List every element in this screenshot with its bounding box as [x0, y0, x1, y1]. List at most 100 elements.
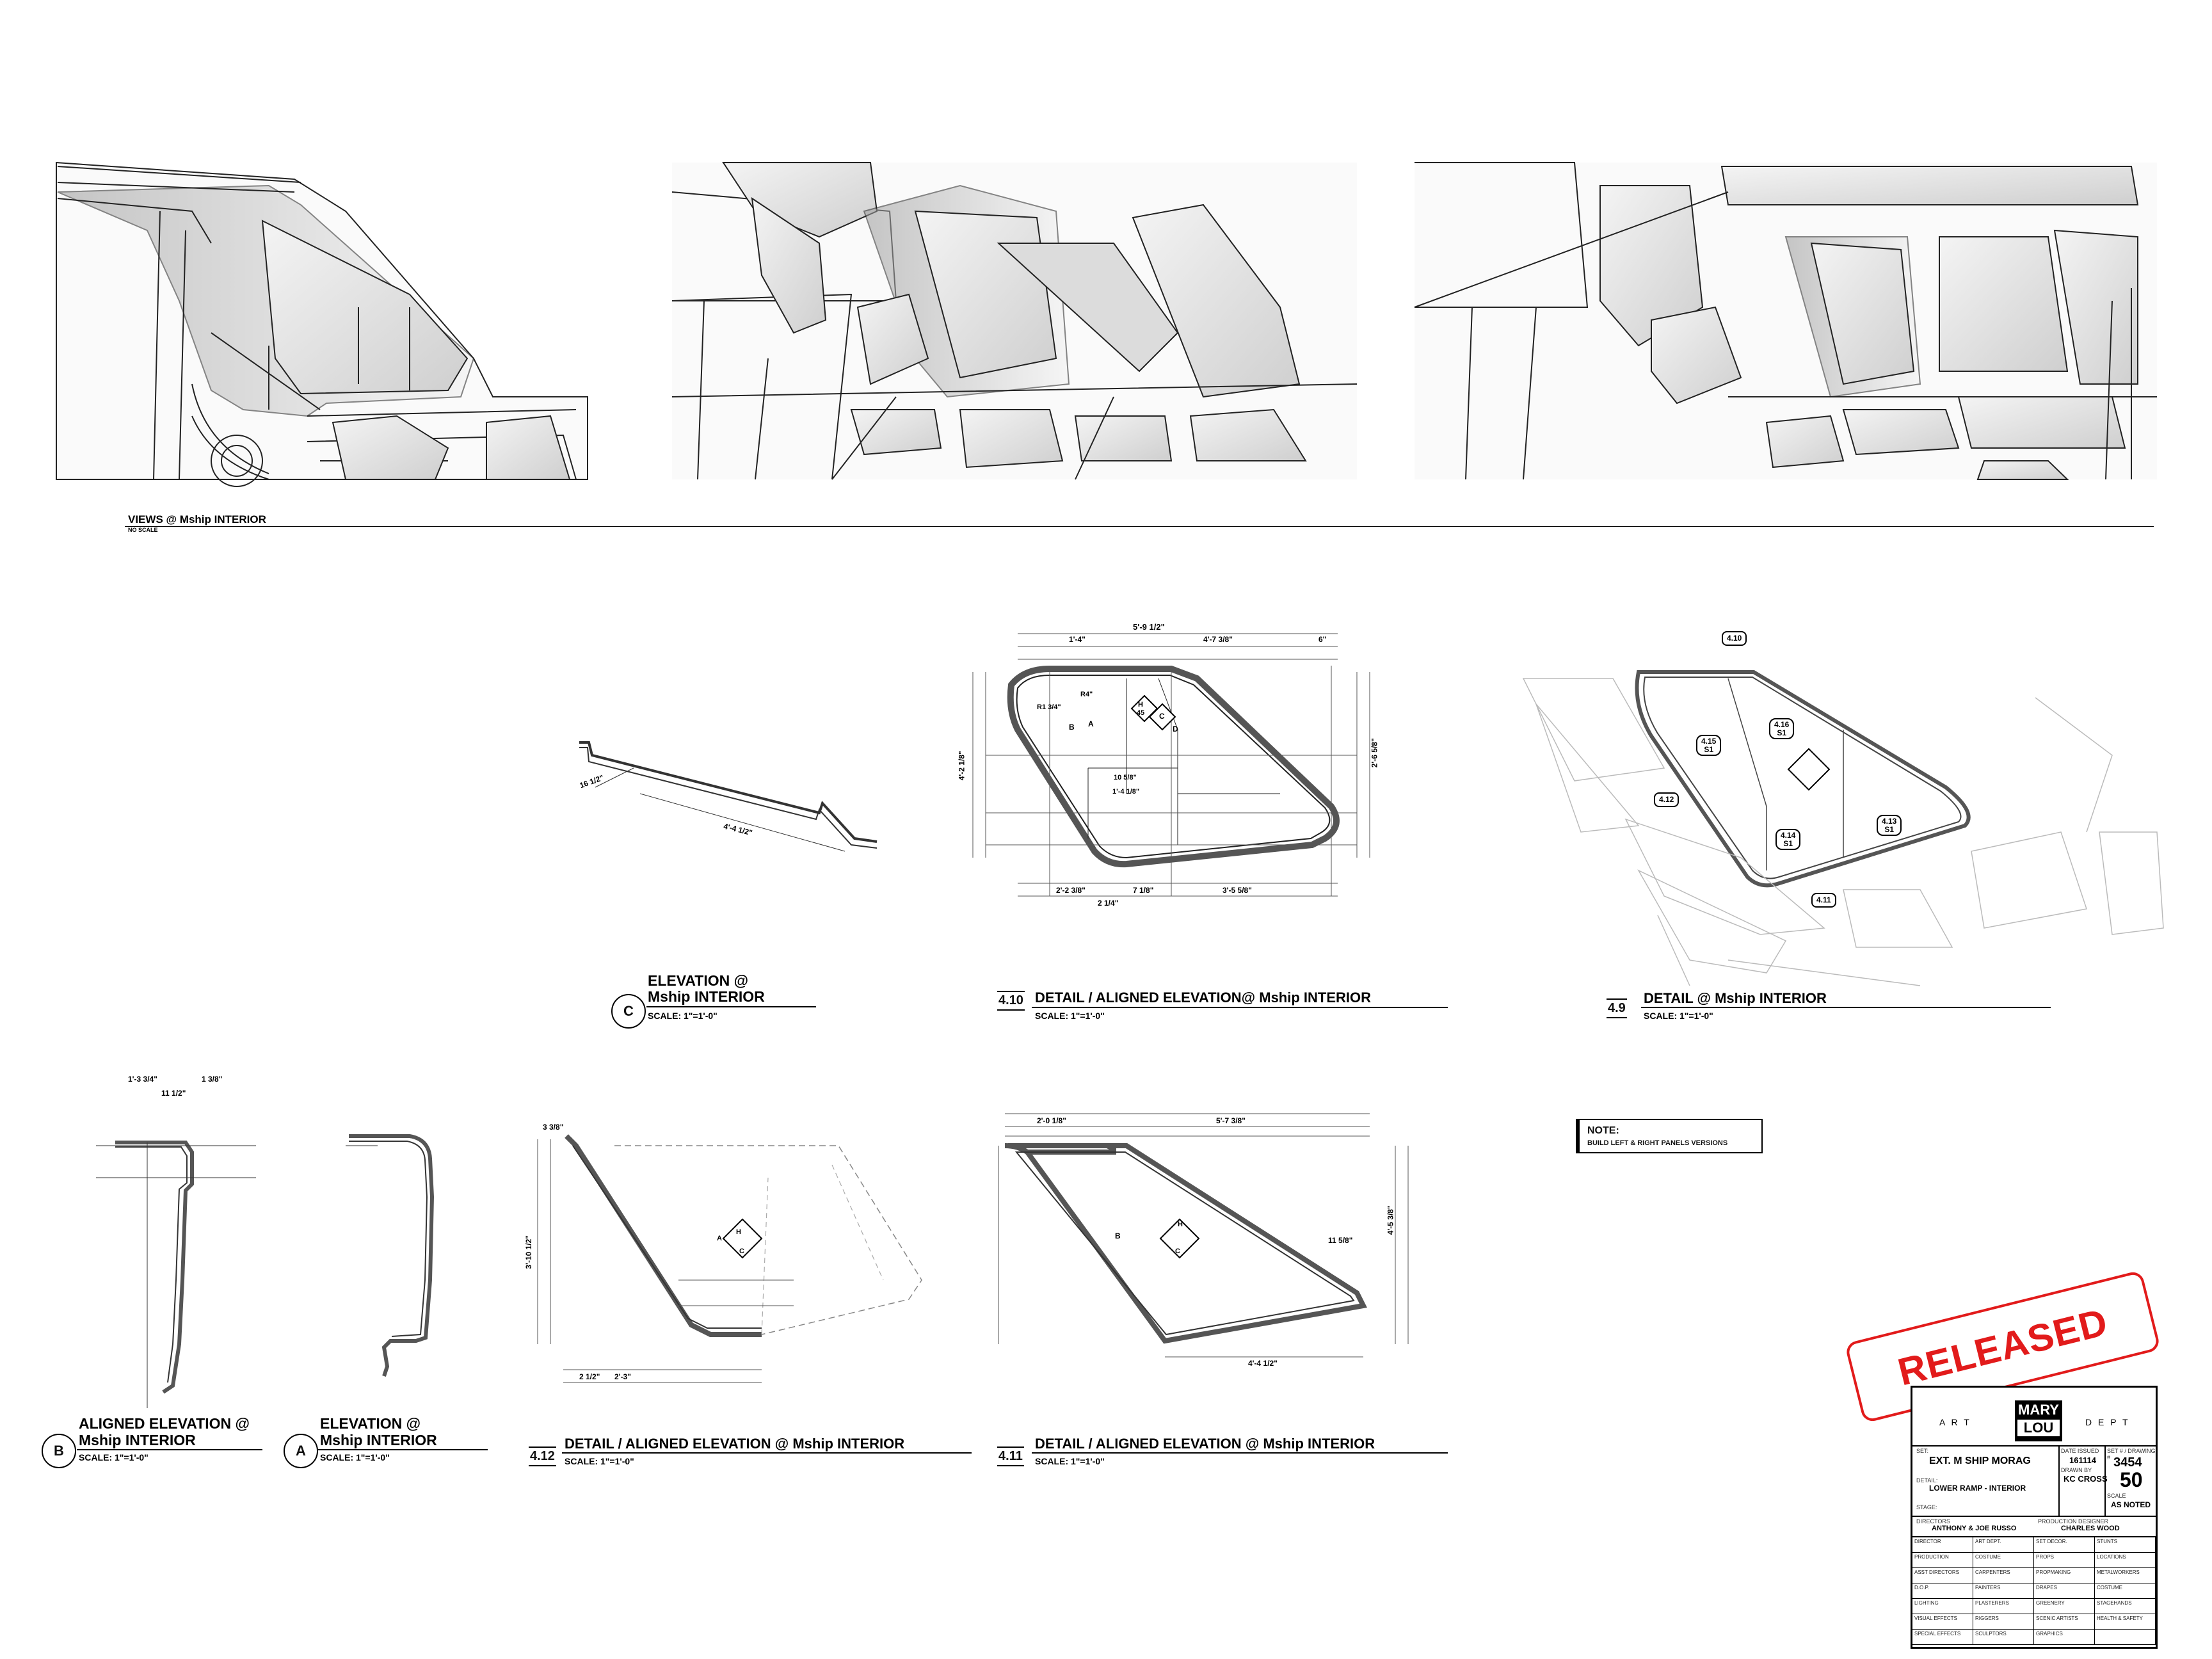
tag-a-410: A — [1088, 719, 1094, 728]
drawing-number: 50 — [2120, 1468, 2143, 1491]
detail-4-11-marker: 4.11 — [997, 1447, 1024, 1466]
set-name: EXT. M SHIP MORAG — [1929, 1455, 2031, 1466]
dim-f2: 3'-10 1/2" — [524, 1235, 533, 1269]
department-cell: RIGGERS — [1973, 1614, 2034, 1630]
dim-d10: 3'-5 5/8" — [1222, 886, 1252, 895]
detail-4-12-marker: 4.12 — [529, 1447, 556, 1466]
detail-4-12-rule — [562, 1452, 972, 1454]
dim-e4: 4'-4 1/2" — [1248, 1359, 1278, 1368]
drawn-label: DRAWN BY — [2061, 1467, 2092, 1473]
tag-45: 45 — [1136, 709, 1145, 717]
dim-e2: 2'-0 1/8" — [1037, 1116, 1066, 1125]
title-art: A R T — [1939, 1417, 1971, 1427]
detail-4-10-marker: 4.10 — [997, 991, 1025, 1011]
department-cell: ART DEPT. — [1973, 1537, 2034, 1553]
dim-e3: 4'-5 3/8" — [1386, 1205, 1395, 1235]
perspective-view-1 — [56, 161, 588, 487]
detail-4-12-panel — [537, 1134, 922, 1383]
drawn-value: KC CROSS — [2064, 1474, 2108, 1484]
logo-top: MARY — [2018, 1402, 2059, 1418]
detail-label: DETAIL: — [1916, 1477, 1938, 1484]
views-scale: NO SCALE — [128, 527, 158, 533]
dim-d7: 1'-4 1/8" — [1112, 788, 1140, 796]
set-number: 3454 — [2113, 1455, 2142, 1470]
bubble-4-13: 4.13 S1 — [1877, 815, 1902, 837]
logo-bottom: LOU — [2017, 1420, 2060, 1436]
department-cell: DRAPES — [2034, 1583, 2095, 1599]
department-cell: SPECIAL EFFECTS — [1912, 1630, 1973, 1645]
elevation-a-marker: A — [284, 1434, 318, 1468]
dim-b3: 1 3/8" — [202, 1075, 223, 1084]
dim-e1: 5'-7 3/8" — [1216, 1116, 1246, 1125]
designer-label: PRODUCTION DESIGNER — [2038, 1518, 2109, 1525]
department-cell — [2095, 1630, 2156, 1645]
aligned-elevation-b-rule — [77, 1449, 262, 1450]
aligned-elevation-b-scale: SCALE: 1"=1'-0" — [79, 1452, 148, 1463]
department-cell: METALWORKERS — [2095, 1568, 2156, 1583]
dim-f4: 2 1/2" — [579, 1372, 600, 1381]
perspective-view-3 — [1414, 162, 2157, 480]
section-tag-diamonds — [722, 694, 1831, 1259]
department-cell: DIRECTOR — [1912, 1537, 1973, 1553]
stage-label: STAGE: — [1916, 1504, 1937, 1511]
elevation-a-profile — [346, 1134, 435, 1377]
directors-label: DIRECTORS — [1916, 1518, 1950, 1525]
dim-d1: 1'-4" — [1069, 635, 1086, 644]
department-cell: LIGHTING — [1912, 1599, 1973, 1614]
department-cell: PLASTERERS — [1973, 1599, 2034, 1614]
aligned-elevation-b-marker: B — [42, 1434, 76, 1468]
scale-label: SCALE — [2107, 1493, 2126, 1499]
department-cell: PROPS — [2034, 1553, 2095, 1568]
tag-h: H — [1138, 701, 1143, 709]
detail-4-10-rule — [1032, 1007, 1448, 1008]
tag-c-412: C — [739, 1247, 744, 1255]
detail-4-9-scale: SCALE: 1"=1'-0" — [1644, 1011, 1713, 1021]
elevation-a-title-1: ELEVATION @ — [320, 1415, 421, 1432]
elevation-c-rule — [646, 1006, 816, 1007]
dim-d12: R4" — [1080, 691, 1093, 698]
date-value: 161114 — [2069, 1455, 2096, 1465]
bubble-4-11: 4.11 — [1811, 893, 1836, 908]
department-cell: VISUAL EFFECTS — [1912, 1614, 1973, 1630]
elevation-a-title-2: Mship INTERIOR — [320, 1432, 437, 1448]
dim-d11: 2 1/4" — [1098, 899, 1119, 908]
detail-4-9-panel — [1522, 670, 2164, 986]
department-cell: SCENIC ARTISTS — [2034, 1614, 2095, 1630]
detail-4-12-scale: SCALE: 1"=1'-0" — [565, 1456, 634, 1466]
views-title: VIEWS @ Mship INTERIOR — [128, 513, 266, 525]
dim-d3: 6" — [1318, 635, 1327, 644]
tag-c-411: C — [1175, 1247, 1180, 1255]
department-cell: COSTUME — [2095, 1583, 2156, 1599]
elevation-a-rule — [318, 1449, 488, 1450]
dim-b1: 1'-3 3/4" — [128, 1075, 157, 1084]
set-number-label: SET # / DRAWING # — [2107, 1448, 2156, 1461]
dim-f3: 2'-3" — [614, 1372, 631, 1381]
detail-4-11-title: DETAIL / ALIGNED ELEVATION @ Mship INTER… — [1035, 1436, 1375, 1452]
set-label: SET: — [1916, 1448, 1929, 1454]
department-cell: COSTUME — [1973, 1553, 2034, 1568]
detail-4-10-title: DETAIL / ALIGNED ELEVATION@ Mship INTERI… — [1035, 990, 1372, 1006]
note-title: NOTE: — [1587, 1125, 1619, 1136]
detail-4-9-rule — [1641, 1007, 2051, 1008]
detail-name: LOWER RAMP - INTERIOR — [1929, 1484, 2026, 1493]
department-cell: D.O.P. — [1912, 1583, 1973, 1599]
dim-d5: 2'-6 5/8" — [1370, 738, 1379, 768]
bubble-4-12: 4.12 — [1654, 792, 1679, 807]
views-rule — [125, 526, 2154, 527]
tag-d-410: D — [1173, 725, 1178, 733]
department-cell: CARPENTERS — [1973, 1568, 2034, 1583]
note-box: NOTE: BUILD LEFT & RIGHT PANELS VERSIONS — [1576, 1119, 1763, 1153]
department-cell: GRAPHICS — [2034, 1630, 2095, 1645]
elevation-c-marker: C — [611, 994, 646, 1029]
elevation-c-title-1: ELEVATION @ — [648, 972, 749, 989]
designer-value: CHARLES WOOD — [2061, 1525, 2120, 1532]
department-cell: PROPMAKING — [2034, 1568, 2095, 1583]
scale-value: AS NOTED — [2111, 1500, 2151, 1509]
bubble-4-10: 4.10 — [1722, 631, 1747, 646]
detail-4-9-marker: 4.9 — [1607, 998, 1627, 1018]
department-cell: PRODUCTION — [1912, 1553, 1973, 1568]
tag-c-410: C — [1159, 712, 1165, 721]
date-label: DATE ISSUED — [2061, 1448, 2099, 1454]
dim-b2: 11 1/2" — [161, 1089, 186, 1098]
